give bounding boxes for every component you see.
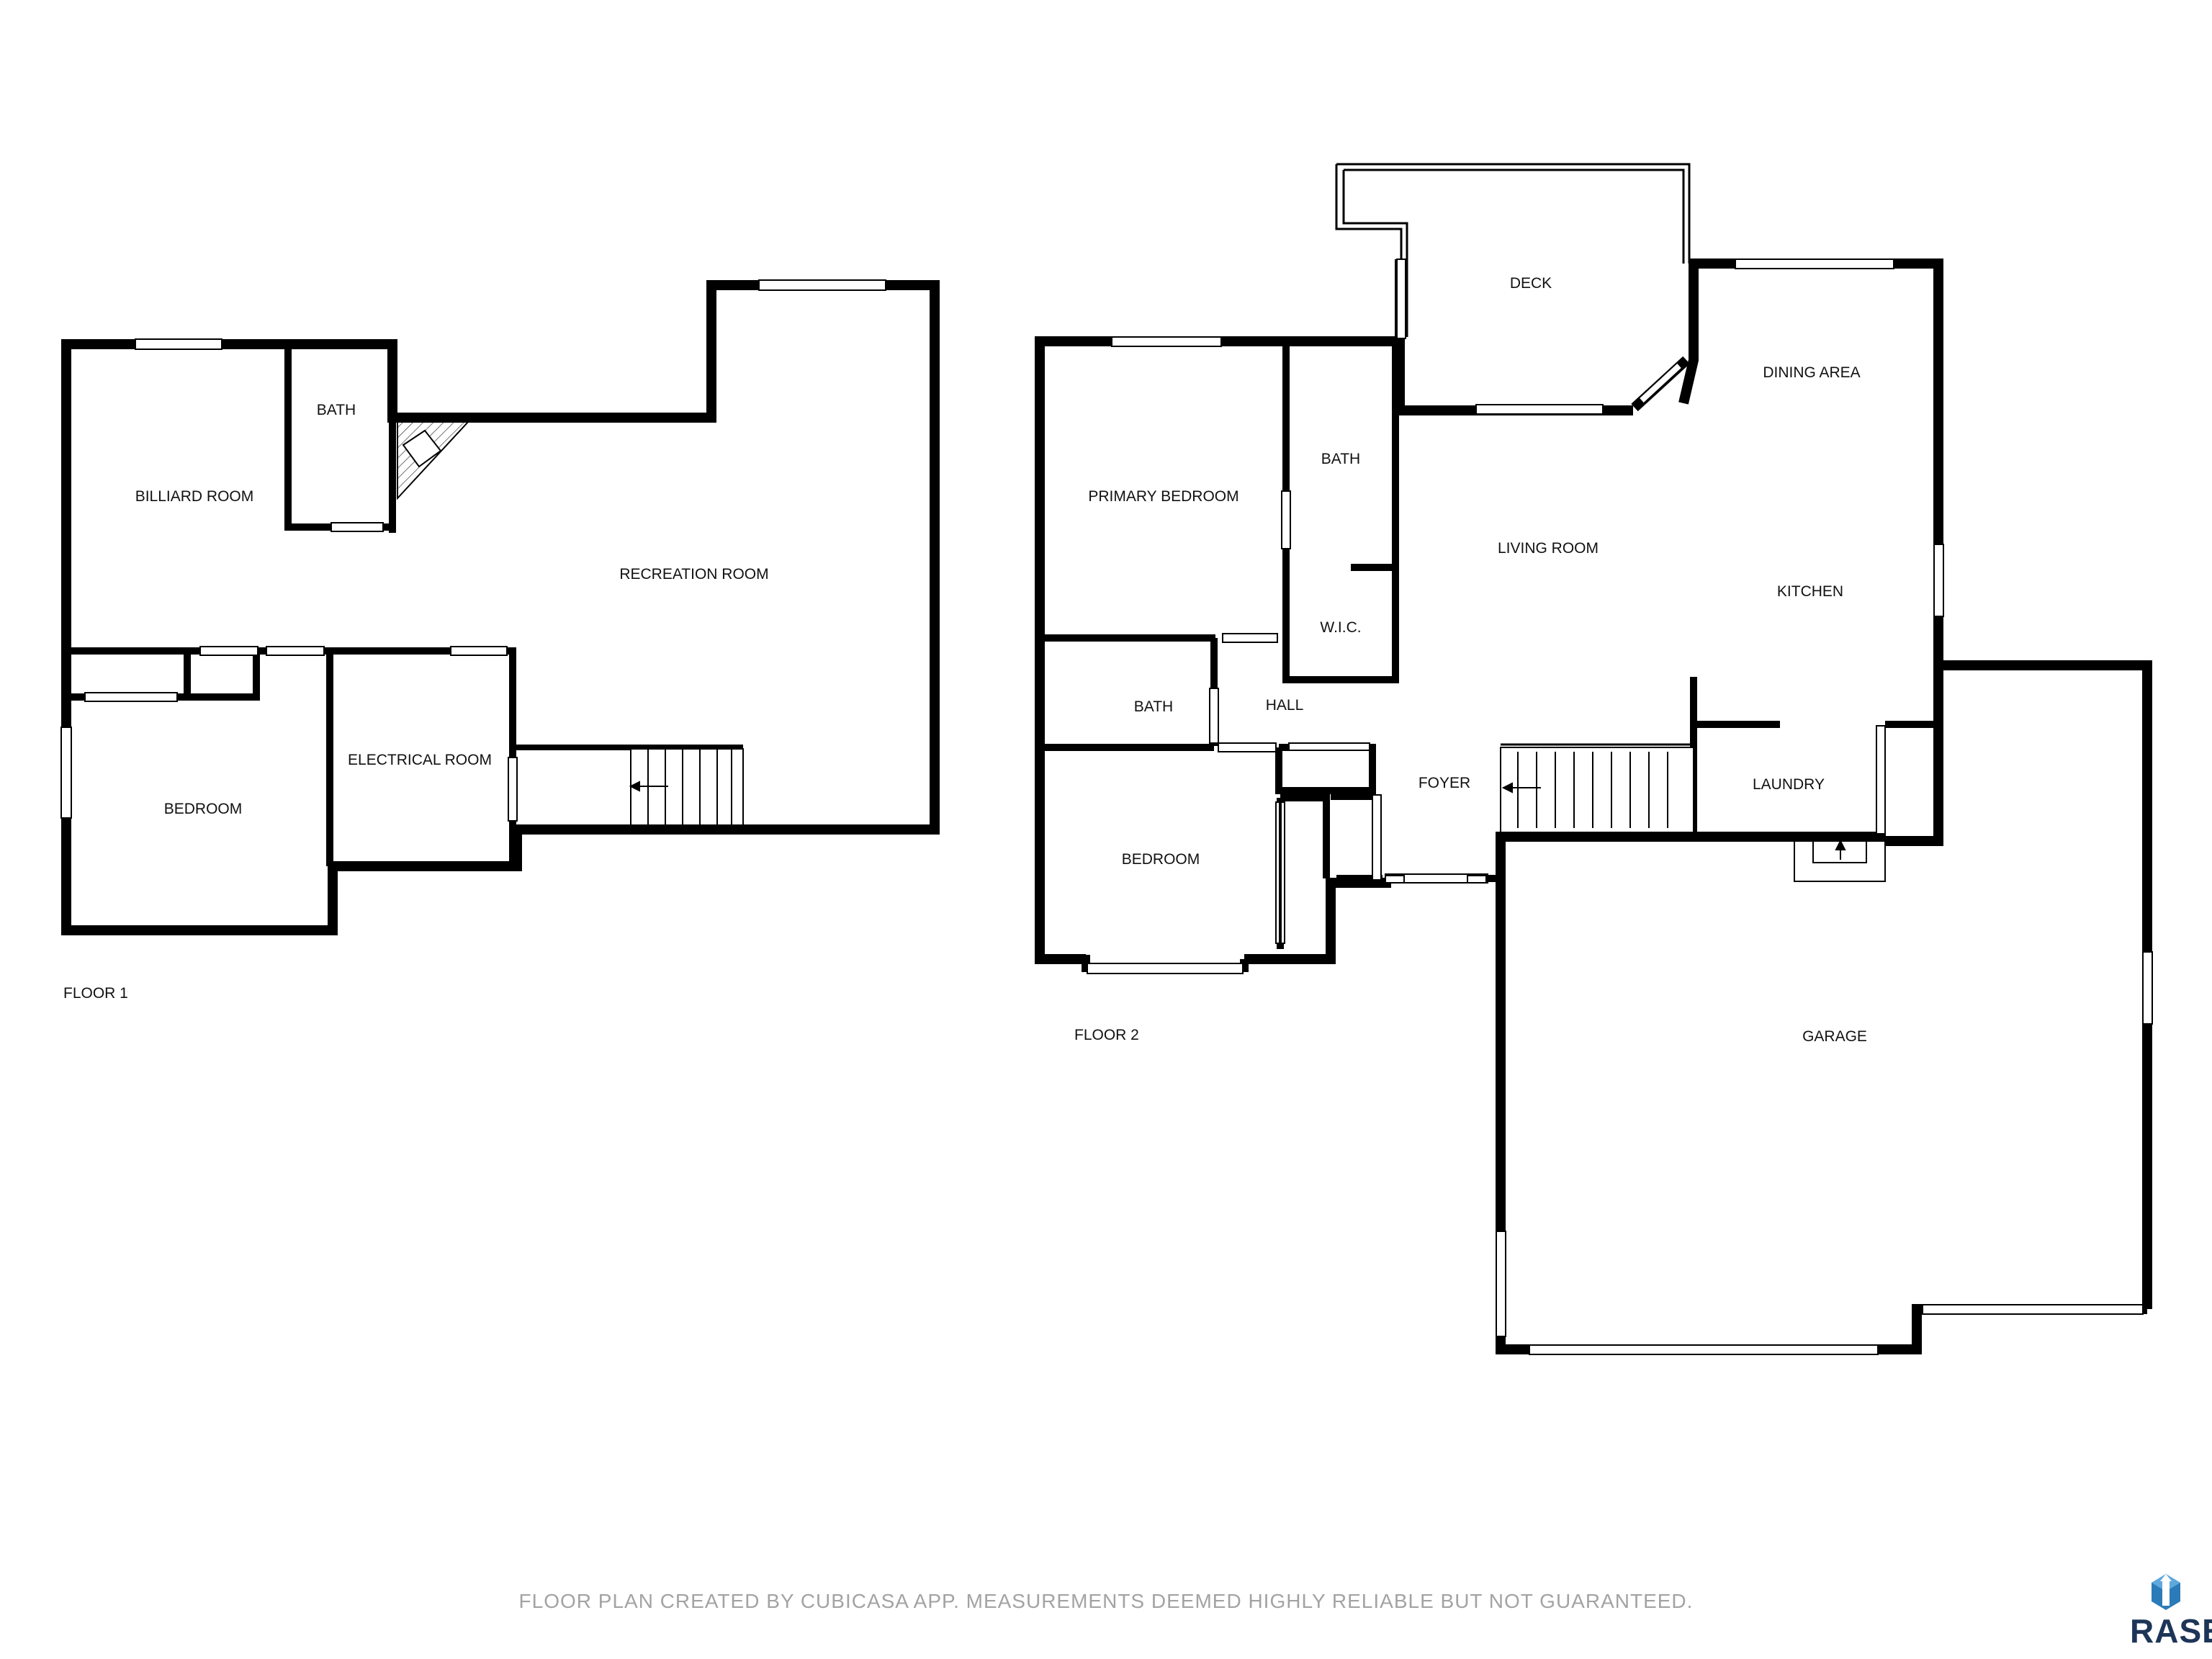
room-label-foyer: FOYER: [1419, 775, 1470, 791]
bedroom-closet-wall: [1279, 801, 1282, 945]
room-label-bath-lower: BATH: [1134, 698, 1173, 715]
room-label-hall: HALL: [1266, 697, 1304, 714]
room-label-living: LIVING ROOM: [1498, 540, 1599, 557]
room-label-kitchen: KITCHEN: [1777, 583, 1843, 600]
room-label-primary-bedroom: PRIMARY BEDROOM: [1088, 488, 1238, 505]
floor-2-outer-wall: [1035, 259, 1633, 964]
dining-kitchen-walls: [1678, 258, 1943, 846]
room-label-recreation: RECREATION ROOM: [619, 566, 768, 583]
floor-2-labels: DECK DINING AREA PRIMARY BEDROOM BATH LI…: [1074, 275, 1867, 1045]
floor-1-staircase: [629, 745, 744, 826]
laundry-walls: [1690, 677, 1938, 837]
disclaimer-text: FLOOR PLAN CREATED BY CUBICASA APP. MEAS…: [518, 1590, 1694, 1612]
room-label-garage: GARAGE: [1802, 1028, 1867, 1045]
room-label-electrical: ELECTRICAL ROOM: [348, 752, 492, 768]
room-label-bath-upper: BATH: [1321, 451, 1360, 467]
floor-1-labels: BILLIARD ROOM BATH RECREATION ROOM BEDRO…: [63, 402, 769, 1002]
floor-1-outer-wall: [61, 280, 940, 935]
brand-logo: RASE: [2130, 1571, 2212, 1650]
brand-name: RASE: [2130, 1612, 2212, 1650]
floor-2-interior-walls: [1040, 341, 1399, 949]
room-label-billiard: BILLIARD ROOM: [135, 488, 254, 505]
deck-railing: [1335, 163, 1691, 337]
floor-2-staircase: [1500, 743, 1694, 833]
garage-walls: [1496, 660, 2152, 1354]
room-label-deck: DECK: [1510, 275, 1552, 292]
floor-1-label: FLOOR 1: [63, 985, 128, 1002]
floor-1-windows: [60, 279, 886, 822]
deck-door-diagonal: [1631, 356, 1690, 412]
room-label-bedroom: BEDROOM: [1122, 851, 1200, 868]
bedroom-bay-wall: [1037, 955, 1249, 972]
floor-1-hatched-stairs: [397, 421, 470, 500]
room-label-bedroom: BEDROOM: [164, 801, 243, 817]
floor-1-bath-walls: [284, 344, 396, 533]
room-label-wic: W.I.C.: [1320, 619, 1361, 636]
room-label-laundry: LAUNDRY: [1753, 776, 1825, 793]
room-label-bath: BATH: [317, 402, 356, 418]
floor-2-label: FLOOR 2: [1074, 1027, 1139, 1043]
floor-1-plan: [61, 280, 940, 935]
garage-steps: [1794, 839, 1886, 882]
floor-1-mid-walls: [66, 647, 516, 866]
floor-2-windows: [1087, 258, 2153, 1355]
brand-mark-icon: [2152, 1574, 2180, 1610]
room-label-dining: DINING AREA: [1763, 364, 1860, 381]
